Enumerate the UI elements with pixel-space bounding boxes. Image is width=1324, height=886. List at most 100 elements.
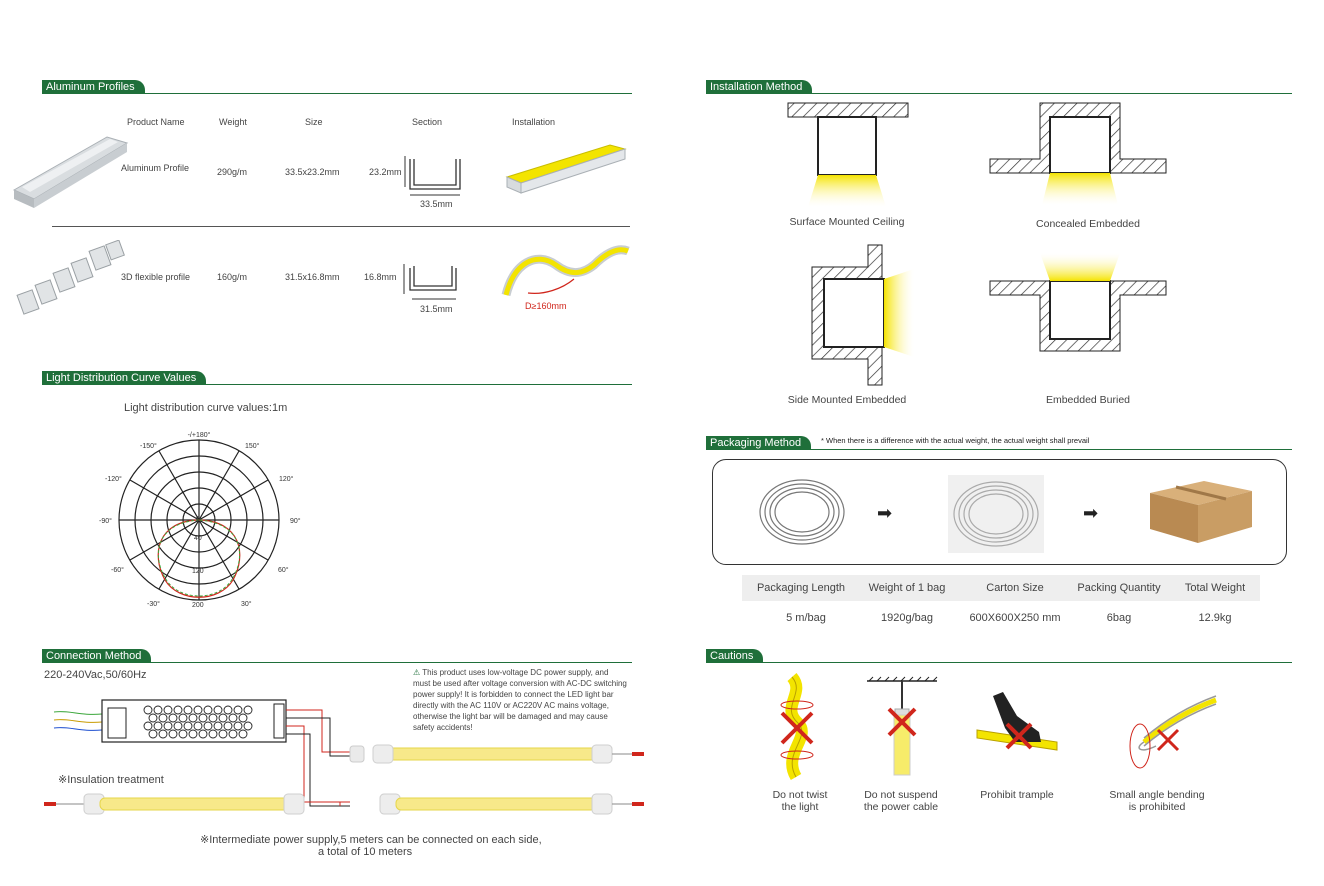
install-label-buried: Embedded Buried [1045,394,1131,406]
ring-label: 200 [192,602,204,609]
row2-size: 31.5x16.8mm [285,272,340,282]
carton-box-image [1150,481,1252,543]
caution-label-2b: the power cable [863,801,939,813]
row1-installation-image [505,144,627,194]
row2-section-drawing [403,264,457,300]
aluminum-section-header: Aluminum Profiles [42,80,632,94]
section-title: Aluminum Profiles [42,80,145,94]
section-title: Packaging Method [706,436,812,450]
caution-bending-image [1129,695,1217,769]
install-diagrams [787,102,1167,386]
polar-chart: -/+180° 150° 120° 90° 60° 30° -30° -60° … [99,431,301,609]
row1-name: Aluminum Profile [121,163,190,173]
row2-weight: 160g/m [217,272,248,282]
section-title: Installation Method [706,80,813,94]
row1-section-drawing [404,156,461,196]
pk-value-total: 12.9kg [1198,612,1232,624]
caution-label-1a: Do not twist [772,789,828,801]
pk-value-length: 5 m/bag [786,612,826,624]
pk-header-length: Packaging Length [756,582,846,594]
warning-icon: ⚠ [413,668,421,677]
row2-installation-image [501,245,630,297]
section-rule [42,384,632,385]
pk-header-quantity: Packing Quantity [1077,582,1161,594]
caution-label-2a: Do not suspend [864,789,938,801]
wiring-diagram [44,699,644,815]
caution-trample-image [976,692,1058,751]
angle-label: -120° [105,475,122,483]
coil-image [759,479,845,545]
section-title: Light Distribution Curve Values [42,371,207,385]
light-subtitle: Light distribution curve values:1m [124,402,288,414]
angle-label: 150° [245,442,260,450]
angle-label: -60° [111,566,124,574]
installation-section-header: Installation Method [706,80,1292,94]
col-header-product-name: Product Name [127,117,185,127]
section-title: Connection Method [42,649,152,663]
pk-header-total: Total Weight [1184,582,1246,594]
section-rule [42,662,632,663]
section-rule [706,93,1292,94]
angle-label: -150° [140,442,157,450]
row2-bend-radius: D≥160mm [525,301,567,311]
install-label-concealed: Concealed Embedded [1036,218,1140,230]
arrow-right-icon: ➡ [877,503,893,523]
caution-label-4b: is prohibited [1128,801,1186,813]
col-header-section: Section [412,117,443,127]
angle-label: 120° [279,475,294,483]
section-rule [42,93,632,94]
ring-label: 120 [192,568,204,575]
install-label-surface: Surface Mounted Ceiling [789,216,905,228]
section-rule [706,449,1292,450]
row1-height: 23.2mm [369,167,402,177]
packaging-section-header: Packaging Method [706,436,1292,450]
bagged-coil-image [948,475,1044,553]
pk-value-quantity: 6bag [1106,612,1132,624]
row2-name: 3D flexible profile [121,272,191,282]
packaging-header-bar [742,575,1260,601]
light-section-header: Light Distribution Curve Values [42,371,632,385]
connection-note-line1: ※Intermediate power supply,5 meters can … [200,834,542,846]
pk-header-weight: Weight of 1 bag [868,582,946,594]
input-voltage: 220-240Vac,50/60Hz [44,669,147,681]
angle-label: 60° [278,566,289,574]
connection-note-line2: a total of 10 meters [318,846,413,858]
packaging-note: * When there is a difference with the ac… [821,436,1090,445]
caution-suspend-image [867,676,938,776]
angle-label: 30° [241,600,252,608]
connection-section-header: Connection Method [42,649,632,663]
pk-header-carton: Carton Size [986,582,1044,594]
warning-note: ⚠ This product uses low-voltage DC power… [413,667,627,733]
row1-width: 33.5mm [420,199,453,209]
caution-label-4a: Small angle bending [1109,789,1205,801]
col-header-weight: Weight [219,117,247,127]
angle-label: 90° [290,517,301,525]
flexible-profile-image [16,240,125,315]
angle-label: -30° [147,600,160,608]
caution-label-3a: Prohibit trample [980,789,1054,801]
ring-label: 0 [196,516,200,523]
row2-height: 16.8mm [364,272,397,282]
pk-value-weight: 1920g/bag [881,612,933,624]
packaging-flow-box [712,459,1287,565]
row1-weight: 290g/m [217,167,248,177]
section-title: Cautions [706,649,764,663]
warning-text: This product uses low-voltage DC power s… [413,668,627,732]
pk-value-carton: 600X600X250 mm [969,612,1061,624]
aluminum-profile-image [12,136,129,208]
col-header-size: Size [305,117,323,127]
ring-label: 40 [194,535,202,542]
arrow-right-icon: ➡ [1083,503,1099,523]
row1-size: 33.5x23.2mm [285,167,340,177]
caution-label-1b: the light [781,801,819,813]
section-rule [706,662,1292,663]
caution-twist-image [780,673,814,781]
col-header-installation: Installation [512,117,556,127]
table-divider [52,226,630,227]
install-label-side: Side Mounted Embedded [787,394,907,406]
cautions-section-header: Cautions [706,649,1292,663]
insulation-label: ※Insulation treatment [58,774,164,786]
angle-label: -/+180° [188,431,211,439]
angle-label: -90° [99,517,112,525]
row2-width: 31.5mm [420,304,453,314]
